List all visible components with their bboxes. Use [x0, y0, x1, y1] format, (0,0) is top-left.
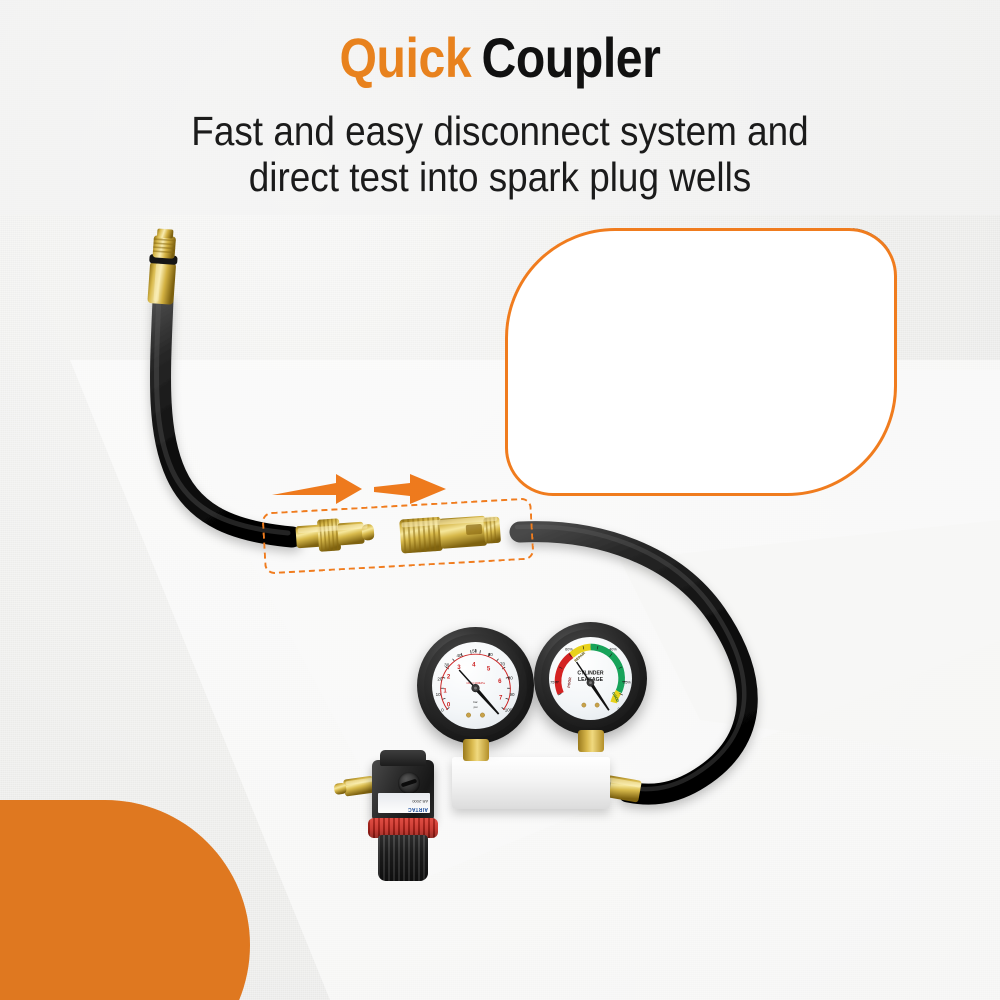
pressure-gauge-unit-bar: bar — [473, 700, 477, 704]
leakage-zone-repair — [569, 643, 591, 658]
pressure-gauge-unit-psi: psi — [474, 705, 478, 709]
svg-text:100: 100 — [505, 708, 513, 713]
regulator-brand-text: AIRTAC — [407, 806, 428, 812]
svg-text:2: 2 — [447, 674, 451, 681]
page-subtitle: Fast and easy disconnect system and dire… — [50, 108, 950, 201]
closeup-inset-border — [505, 228, 897, 496]
page-title-main: Coupler — [481, 26, 661, 89]
svg-text:30: 30 — [444, 662, 450, 667]
svg-text:3: 3 — [457, 664, 461, 671]
leakage-title-line1: CYLINDER — [577, 670, 603, 676]
leakage-tick-75: 75% — [550, 680, 558, 684]
svg-text:90: 90 — [510, 692, 516, 697]
regulator-top-cap — [380, 750, 426, 766]
leakage-gauge-dial: REPAIR POOR GOOD — [550, 643, 631, 711]
page-title-accent: Quick — [339, 26, 472, 89]
pressure-gauge-dial: 0 1 2 3 4 5 6 7 0 10 20 30 40 50 — [436, 648, 516, 718]
leakage-tick-60: 60% — [565, 647, 573, 651]
gauge-manifold-block — [452, 757, 610, 809]
leakage-zone-poor-label: POOR — [567, 677, 572, 688]
leakage-gauge: REPAIR POOR GOOD — [534, 622, 647, 752]
svg-text:60: 60 — [488, 652, 494, 657]
svg-text:40: 40 — [456, 653, 462, 658]
svg-text:80: 80 — [508, 675, 514, 680]
svg-text:6: 6 — [498, 678, 502, 685]
leakage-tick-25: 25% — [623, 680, 631, 684]
pressure-gauge-note: 1bar=100kPa — [466, 681, 485, 685]
svg-text:0: 0 — [447, 701, 451, 708]
leakage-tick-40: 40% — [609, 647, 617, 651]
regulator-knob[interactable] — [378, 835, 428, 881]
svg-text:20: 20 — [437, 676, 443, 681]
svg-text:7: 7 — [499, 694, 503, 701]
svg-text:50: 50 — [472, 648, 478, 653]
leakage-zone-poor — [554, 652, 574, 695]
regulator-model-text: AR-2000 — [412, 799, 428, 804]
pressure-gauge: 0 1 2 3 4 5 6 7 0 10 20 30 40 50 — [417, 627, 534, 761]
svg-text:10: 10 — [436, 692, 442, 697]
leakage-zone-good-label: GOOD — [611, 691, 620, 703]
svg-text:5: 5 — [487, 666, 491, 673]
regulator-brand-label: AIRTAC AR-2000 — [378, 793, 430, 813]
svg-text:0: 0 — [441, 708, 444, 713]
regulator-adjust-screw[interactable] — [398, 772, 420, 794]
leakage-zone-good — [590, 643, 625, 694]
svg-text:1: 1 — [443, 687, 447, 694]
svg-text:70: 70 — [500, 661, 506, 666]
subtitle-line-1: Fast and easy disconnect system and — [191, 108, 809, 154]
subtitle-line-2: direct test into spark plug wells — [248, 154, 752, 201]
svg-text:4: 4 — [472, 661, 476, 668]
regulator-lock-ring[interactable] — [368, 818, 438, 838]
